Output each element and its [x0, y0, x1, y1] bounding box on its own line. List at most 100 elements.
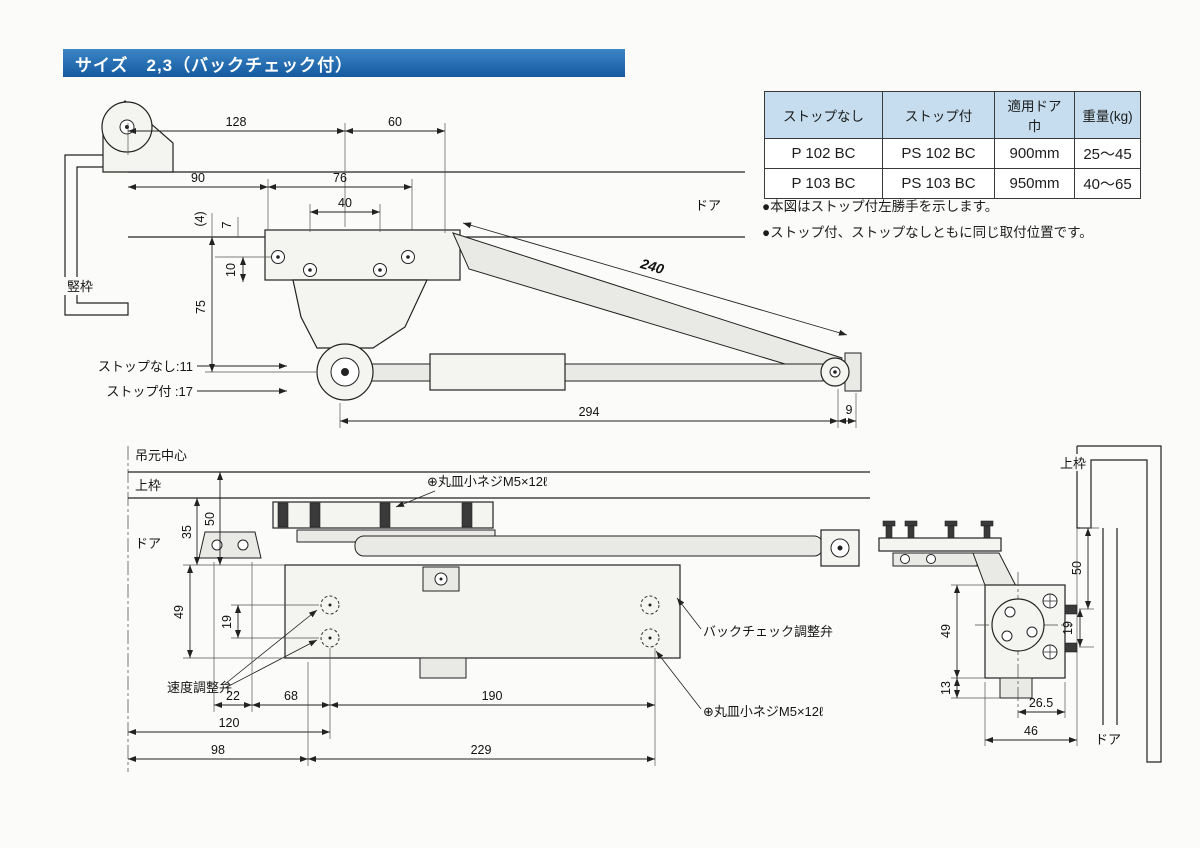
dim-label-60: 60 [388, 115, 402, 129]
dim-22: 22 [213, 562, 253, 712]
dim-120: 120 [128, 716, 330, 735]
backcheck-valve-text: バックチェック調整弁 [703, 624, 833, 639]
jamb-profile: 竪枠 [61, 154, 129, 316]
screw-bottom-text: ⊕丸皿小ネジM5×12ℓ [703, 704, 824, 719]
mounting-hole [640, 595, 660, 615]
dim-label-98: 98 [211, 743, 225, 757]
dim-label-75: 75 [194, 300, 208, 314]
dim-label-22: 22 [226, 689, 240, 703]
dim-190: 190 [330, 648, 656, 712]
head-frame-profile: 上枠 [1057, 445, 1162, 763]
cell-door-width: 950mm [994, 168, 1075, 199]
section-title: サイズ 2,3（バックチェック付） [75, 55, 354, 75]
stop-with-label: ストップ付 :17 [106, 384, 193, 399]
screw-top-text: ⊕丸皿小ネジM5×12ℓ [427, 474, 548, 489]
dim-294: 294 [339, 389, 839, 428]
dim-98: 98 [128, 662, 309, 766]
col-header-weight: 重量(kg) [1074, 91, 1141, 139]
speed-valve-label: 速度調整弁 [167, 609, 318, 695]
dim-49-plan: 49 [172, 564, 285, 659]
dim-13-side: 13 [939, 678, 1000, 699]
dim-label-294: 294 [579, 405, 600, 419]
dim-label-19: 19 [1061, 621, 1075, 635]
dim-26-5: 26.5 [1018, 682, 1066, 718]
side-section-drawing: 上枠 ドア [878, 445, 1162, 763]
dim-label-49: 49 [172, 605, 186, 619]
section-title-bar: サイズ 2,3（バックチェック付） [63, 49, 625, 77]
col-header-door-width: 適用ドア巾 [994, 91, 1075, 139]
dim-68: 68 [252, 648, 331, 739]
col-header-no-stop: ストップなし [764, 91, 883, 139]
dim-4: (4) [193, 211, 213, 237]
stop-none-label: ストップなし:11 [98, 359, 193, 374]
dim-label-50: 50 [1070, 561, 1084, 575]
dim-35: 35 [180, 498, 200, 565]
dim-75: 75 [194, 237, 316, 373]
plan-view-drawing: 吊元中心 上枠 ドア ⊕丸皿小ネジM5×12ℓ [127, 446, 870, 772]
cell-door-width: 900mm [994, 138, 1075, 169]
mounting-hole [320, 595, 340, 615]
closer-body-side [975, 572, 1078, 718]
arm-assembly-plan [198, 501, 860, 567]
dim-label-19: 19 [220, 615, 234, 629]
dim-label-13: 13 [939, 681, 953, 695]
screw-label-top: ⊕丸皿小ネジM5×12ℓ [395, 474, 548, 508]
mounting-hole [320, 628, 340, 648]
head-frame-label: 上枠 [135, 478, 161, 493]
closer-body [264, 229, 461, 349]
dim-60: 60 [345, 115, 446, 233]
front-elevation-drawing: 竪枠 ドア 128 [61, 100, 862, 428]
dim-label-68: 68 [284, 689, 298, 703]
dim-46: 46 [984, 682, 1077, 746]
table-row: P 102 BC PS 102 BC 900mm 25～45 [764, 138, 1141, 169]
dim-label-240: 240 [638, 255, 666, 277]
cell-weight: 40～65 [1074, 168, 1141, 199]
dim-19-side: 19 [1061, 609, 1094, 648]
dim-19-plan: 19 [220, 604, 319, 639]
arm-bracket [101, 100, 174, 173]
adjust-valve-top [1042, 593, 1058, 609]
dim-label-35: 35 [180, 525, 194, 539]
cell-model-no-stop: P 103 BC [764, 168, 883, 199]
dim-label-46: 46 [1024, 724, 1038, 738]
dim-229: 229 [308, 712, 656, 766]
dim-label-229: 229 [471, 743, 492, 757]
cell-model-no-stop: P 102 BC [764, 138, 883, 169]
door-label: ドア [1095, 732, 1121, 747]
pivot-hub [316, 343, 374, 401]
col-header-with-stop: ストップ付 [882, 91, 995, 139]
dim-label-40: 40 [338, 196, 352, 210]
dim-7: 7 [220, 217, 239, 237]
dim-240: 240 [462, 222, 848, 336]
dim-49-side: 49 [939, 584, 985, 679]
dim-label-9: 9 [846, 403, 853, 417]
spec-table-header-row: ストップなし ストップ付 適用ドア巾 重量(kg) [764, 91, 1141, 139]
reference-lines: 吊元中心 上枠 ドア [127, 446, 870, 772]
closer-body-plan [284, 564, 681, 679]
dim-label-49: 49 [939, 624, 953, 638]
dim-label-190: 190 [482, 689, 503, 703]
stop-position-labels: ストップなし:11 ストップ付 :17 [98, 359, 287, 399]
door-panel: ドア [1095, 528, 1121, 747]
dim-40: 40 [309, 196, 381, 232]
dim-label-128: 128 [226, 115, 247, 129]
forearm [356, 353, 824, 391]
dim-9: 9 [838, 393, 857, 428]
door-label: ドア [135, 536, 161, 551]
dim-label-50: 50 [203, 512, 217, 526]
spec-table: ストップなし ストップ付 適用ドア巾 重量(kg) P 102 BC PS 10… [764, 91, 1141, 199]
dim-128: 128 [127, 115, 346, 227]
door-label: ドア [695, 198, 721, 213]
hinge-center-label: 吊元中心 [135, 448, 187, 463]
cell-weight: 25～45 [1074, 138, 1141, 169]
jamb-label: 竪枠 [67, 279, 93, 294]
dim-76: 76 [268, 171, 413, 230]
dim-50-plan: 50 [203, 472, 223, 565]
screw-label-bottom: ⊕丸皿小ネジM5×12ℓ [655, 650, 824, 719]
cell-model-with-stop: PS 103 BC [882, 168, 995, 199]
adjust-valve-bottom [1042, 644, 1058, 660]
speed-valve-text: 速度調整弁 [167, 680, 232, 695]
dim-label-90: 90 [191, 171, 205, 185]
dim-label-120: 120 [219, 716, 240, 730]
dim-label-76: 76 [333, 171, 347, 185]
